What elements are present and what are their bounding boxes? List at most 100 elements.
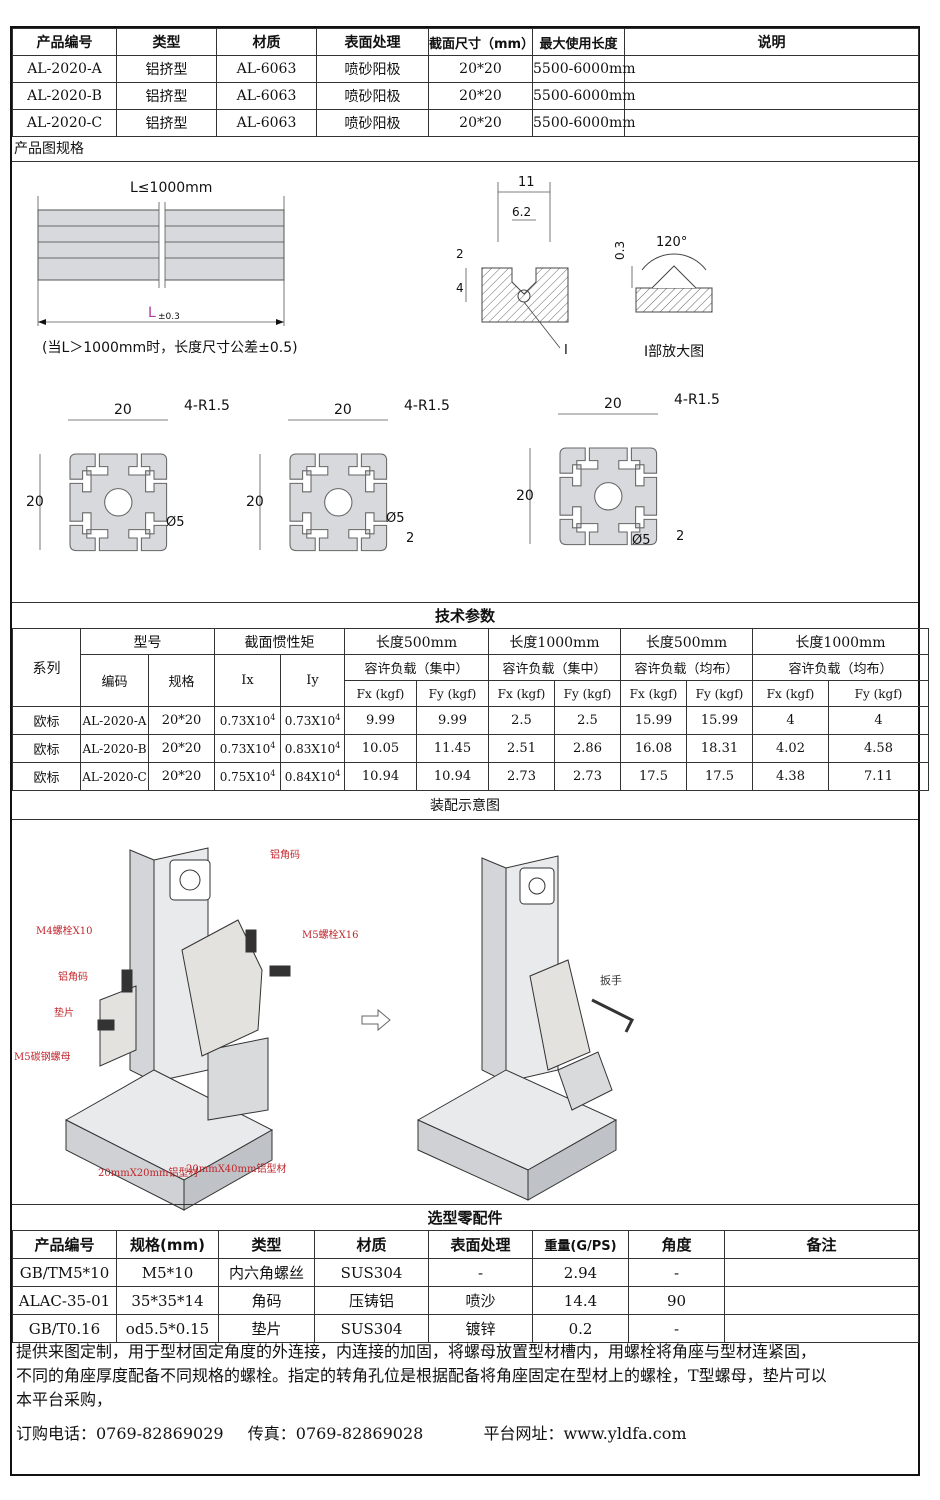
cell bbox=[624, 82, 919, 110]
profile-width: 20 bbox=[604, 396, 622, 412]
ix-value: 0.73X10 bbox=[219, 714, 271, 728]
cell: AL-6063 bbox=[216, 55, 317, 83]
arrow-icon bbox=[361, 1008, 391, 1032]
cell: AL-6063 bbox=[216, 82, 317, 110]
detail-caption: I部放大图 bbox=[644, 344, 704, 360]
assembly-assembled bbox=[416, 855, 635, 1201]
footer-line-1: 提供来图定制，用于型材固定角度的外连接，内连接的加固，将螺母放置型材槽内，用螺栓… bbox=[16, 1342, 817, 1361]
header-cell: 容许负载（集中） bbox=[488, 654, 621, 681]
header-cell: 系列 bbox=[12, 628, 81, 707]
tolerance-value: ±0.3 bbox=[158, 312, 180, 322]
header-cell: 说明 bbox=[624, 28, 919, 56]
cell: 2.73 bbox=[554, 762, 621, 791]
cell: 20*20 bbox=[148, 706, 215, 735]
header-cell: Fy (kgf) bbox=[416, 680, 489, 707]
iy-exponent: 4 bbox=[335, 713, 341, 722]
header-cell: 截面惯性矩 bbox=[214, 628, 345, 655]
cell: 镀锌 bbox=[428, 1314, 533, 1343]
header-cell: 规格 bbox=[148, 654, 215, 707]
table-row: AL-2020-A 铝挤型 AL-6063 喷砂阳极 20*20 5500-60… bbox=[12, 55, 919, 83]
header-cell: Fx (kgf) bbox=[620, 680, 687, 707]
cell: GB/T0.16 bbox=[12, 1314, 117, 1343]
cell: 20*20 bbox=[428, 82, 533, 110]
cell: 4.02 bbox=[752, 734, 829, 763]
cell: M5*10 bbox=[116, 1258, 219, 1287]
header-cell: Fy (kgf) bbox=[554, 680, 621, 707]
header-cell: 角度 bbox=[628, 1230, 725, 1259]
cell: 17.5 bbox=[686, 762, 753, 791]
product-table: 产品编号 类型 材质 表面处理 截面尺寸（mm） 最大使用长度 说明 AL-20… bbox=[12, 28, 919, 137]
cell: 14.4 bbox=[532, 1286, 629, 1315]
header-cell: 规格(mm) bbox=[116, 1230, 219, 1259]
ix-exponent: 4 bbox=[270, 769, 276, 778]
cell: 2.73 bbox=[488, 762, 555, 791]
iy-exponent: 4 bbox=[335, 769, 341, 778]
footer-line-2: 不同的角座厚度配备不同规格的螺栓。指定的转角孔位是根据配备将角座固定在型材上的螺… bbox=[16, 1366, 827, 1385]
cell: AL-2020-B bbox=[12, 82, 117, 110]
cell bbox=[724, 1314, 919, 1343]
assembly-diagram: 铝角码 M4螺栓X10 M5螺栓X16 铝角码 垫片 M5碳钢螺母 20mmX2… bbox=[14, 847, 635, 1211]
assembly-exploded bbox=[64, 847, 291, 1211]
website-link[interactable]: 平台网址：www.yldfa.com bbox=[483, 1424, 687, 1443]
cell: 10.94 bbox=[416, 762, 489, 791]
cell: 11.45 bbox=[416, 734, 489, 763]
extrusion-length-drawing: L≤1000mm L ±0.3 (当L＞1000mm时，长度尺寸公差±0.5) bbox=[37, 180, 298, 356]
table-row: 欧标 AL-2020-B 20*20 0.73X104 0.83X104 10.… bbox=[12, 734, 929, 763]
profile-radius: 4-R1.5 bbox=[674, 392, 720, 408]
profile-radius: 4-R1.5 bbox=[404, 398, 450, 414]
label-profile-2020: 20mmX20mm铝型材 bbox=[98, 1166, 199, 1179]
detail-marker-I: I bbox=[564, 343, 568, 358]
cell bbox=[624, 55, 919, 83]
cell: 铝挤型 bbox=[116, 82, 217, 110]
header-cell: 长度500mm bbox=[620, 628, 753, 655]
header-cell: 重量(G/PS) bbox=[532, 1230, 629, 1259]
cell: 铝挤型 bbox=[116, 55, 217, 83]
tech-table: 系列 型号 截面惯性矩 长度500mm 长度1000mm 长度500mm 长度1… bbox=[12, 628, 929, 791]
cell: 20*20 bbox=[148, 762, 215, 791]
cell: 喷砂阳极 bbox=[316, 82, 429, 110]
cell: 4 bbox=[752, 706, 829, 735]
cell: 压铸铝 bbox=[314, 1286, 429, 1315]
cell bbox=[724, 1286, 919, 1315]
cell: 喷沙 bbox=[428, 1286, 533, 1315]
cell: 7.11 bbox=[828, 762, 929, 791]
cell: 0.73X104 bbox=[214, 734, 281, 763]
tech-header-row-1: 系列 型号 截面惯性矩 长度500mm 长度1000mm 长度500mm 长度1… bbox=[12, 628, 929, 707]
cell: ALAC-35-01 bbox=[12, 1286, 117, 1315]
header-cell: Ix bbox=[214, 654, 281, 707]
tech-header-row-2: 编码 规格 Ix Iy 容许负载（集中） 容许负载（集中） 容许负载（均布） 容… bbox=[13, 654, 929, 707]
parts-title: 选型零配件 bbox=[12, 1204, 918, 1230]
cell: 2.86 bbox=[554, 734, 621, 763]
cell: 35*35*14 bbox=[116, 1286, 219, 1315]
header-cell: Iy bbox=[280, 654, 345, 707]
profile-C: 20 4-R1.5 20 Ø5 2 bbox=[516, 392, 720, 548]
cell: 5500-6000mm bbox=[532, 82, 636, 110]
table-row: GB/T0.16 od5.5*0.15 垫片 SUS304 镀锌 0.2 - bbox=[12, 1314, 919, 1343]
header-cell: Fy (kgf) bbox=[686, 680, 753, 707]
header-cell: 截面尺寸（mm） bbox=[428, 28, 534, 56]
profile-A: 20 4-R1.5 20 Ø5 bbox=[26, 398, 230, 552]
header-cell: 型号 bbox=[80, 628, 215, 655]
header-cell: Fx (kgf) bbox=[344, 680, 417, 707]
label-m5-bolt: M5螺栓X16 bbox=[302, 928, 358, 941]
cell: 欧标 bbox=[12, 762, 81, 791]
profile-hole: Ø5 bbox=[632, 533, 651, 548]
header-cell: 材质 bbox=[216, 28, 317, 56]
profile-height: 20 bbox=[516, 488, 534, 504]
cell: 4.38 bbox=[752, 762, 829, 791]
profile-width: 20 bbox=[114, 402, 132, 418]
cell: 20*20 bbox=[428, 109, 533, 137]
cell: 0.73X104 bbox=[214, 706, 281, 735]
profile-offset: 2 bbox=[406, 531, 414, 546]
table-row: ALAC-35-01 35*35*14 角码 压铸铝 喷沙 14.4 90 bbox=[12, 1286, 919, 1315]
label-nut: M5碳钢螺母 bbox=[14, 1050, 71, 1063]
parts-table: 产品编号 规格(mm) 类型 材质 表面处理 重量(G/PS) 角度 备注 GB… bbox=[12, 1230, 919, 1343]
detail-I-drawing: 120° 0.3 I部放大图 bbox=[613, 235, 713, 360]
cell: 4.58 bbox=[828, 734, 929, 763]
header-cell: 长度500mm bbox=[344, 628, 489, 655]
label-bracket-top: 铝角码 bbox=[270, 849, 300, 861]
footer-contact: 订购电话：0769-82869029 传真：0769-82869028 平台网址… bbox=[16, 1422, 916, 1446]
cell: - bbox=[628, 1258, 725, 1287]
cell: 5500-6000mm bbox=[532, 109, 636, 137]
profile-height: 20 bbox=[246, 494, 264, 510]
